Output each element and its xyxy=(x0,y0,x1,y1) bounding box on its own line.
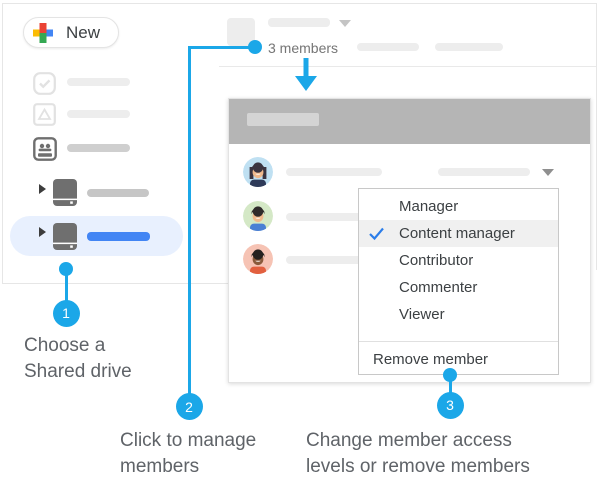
menu-item-commenter[interactable]: Commenter xyxy=(359,274,558,301)
menu-item-label: Manager xyxy=(399,198,459,215)
drive-title-caret-icon[interactable] xyxy=(339,20,351,27)
sidebar-item-shared-drive[interactable] xyxy=(10,176,183,212)
callout-3-line xyxy=(448,375,452,393)
menu-item-manager[interactable]: Manager xyxy=(359,193,558,220)
role-dropdown-caret-icon[interactable] xyxy=(542,169,554,176)
menu-item-label: Content manager xyxy=(399,225,515,242)
menu-divider xyxy=(359,341,558,342)
down-arrow-icon xyxy=(295,58,317,91)
shared-drives-icon xyxy=(33,137,57,161)
menu-item-contributor[interactable]: Contributor xyxy=(359,247,558,274)
callout-1-line xyxy=(64,269,68,301)
placeholder-bar xyxy=(357,43,419,51)
member-name-bar xyxy=(286,256,382,264)
callout-3-dot xyxy=(443,368,457,382)
window-border-left xyxy=(2,3,3,284)
callout-3-badge: 3 xyxy=(436,391,464,419)
member-avatar xyxy=(243,244,273,274)
shared-drive-item-icon xyxy=(53,223,77,250)
new-button[interactable]: New xyxy=(23,17,119,48)
callout-number: 1 xyxy=(62,305,70,321)
menu-item-label: Remove member xyxy=(373,350,489,368)
shared-drive-item-icon xyxy=(53,179,77,206)
menu-item-content-manager[interactable]: Content manager xyxy=(359,220,558,247)
callout-number: 3 xyxy=(446,397,454,413)
member-avatar xyxy=(243,201,273,231)
selected-drive-name-bar xyxy=(87,232,150,241)
menu-item-remove-member[interactable]: Remove member xyxy=(359,342,558,376)
callout-3-text: Change member access levels or remove me… xyxy=(306,430,530,477)
google-plus-icon xyxy=(33,22,53,43)
callout-2-text: Click to manage members xyxy=(120,430,257,477)
menu-item-label: Contributor xyxy=(399,252,474,269)
callout-1-dot xyxy=(59,262,73,276)
menu-item-label: Commenter xyxy=(399,279,478,296)
callout-1-text: Choose a Shared drive xyxy=(24,335,132,382)
member-avatar xyxy=(243,157,273,187)
window-border-top xyxy=(2,3,597,4)
callout-2-line-v xyxy=(187,45,191,394)
placeholder-bar xyxy=(67,110,130,118)
member-name-bar xyxy=(286,213,382,221)
callout-number: 2 xyxy=(185,398,193,415)
members-count-label[interactable]: 3 members xyxy=(268,40,339,56)
role-menu: Manager Content manager Contributor Comm… xyxy=(358,188,559,375)
priority-check-icon xyxy=(33,72,56,95)
window-border-bottom xyxy=(2,283,228,284)
placeholder-bar xyxy=(435,43,503,51)
expand-arrow-icon[interactable] xyxy=(39,184,46,194)
member-role-bar xyxy=(438,168,530,176)
new-button-label: New xyxy=(66,22,101,42)
callout-2-badge: 2 xyxy=(175,393,203,420)
my-drive-icon xyxy=(33,103,56,126)
checkmark-icon xyxy=(369,227,384,241)
drive-title-bar xyxy=(268,18,330,27)
member-name-bar xyxy=(286,168,382,176)
dialog-title-bar xyxy=(247,113,319,126)
callout-2-dot xyxy=(248,40,262,54)
sidebar-item-shared-drive-selected[interactable] xyxy=(10,216,183,256)
menu-item-viewer[interactable]: Viewer xyxy=(359,301,558,328)
expand-arrow-icon[interactable] xyxy=(39,227,46,237)
callout-1-badge: 1 xyxy=(52,299,80,327)
menu-item-label: Viewer xyxy=(399,306,445,323)
placeholder-bar xyxy=(87,189,149,197)
header-divider xyxy=(219,66,596,67)
callout-2-line-h xyxy=(189,45,251,49)
placeholder-bar xyxy=(67,78,130,86)
dialog-header xyxy=(229,99,590,144)
window-border-right xyxy=(596,3,597,270)
placeholder-bar xyxy=(67,144,130,152)
